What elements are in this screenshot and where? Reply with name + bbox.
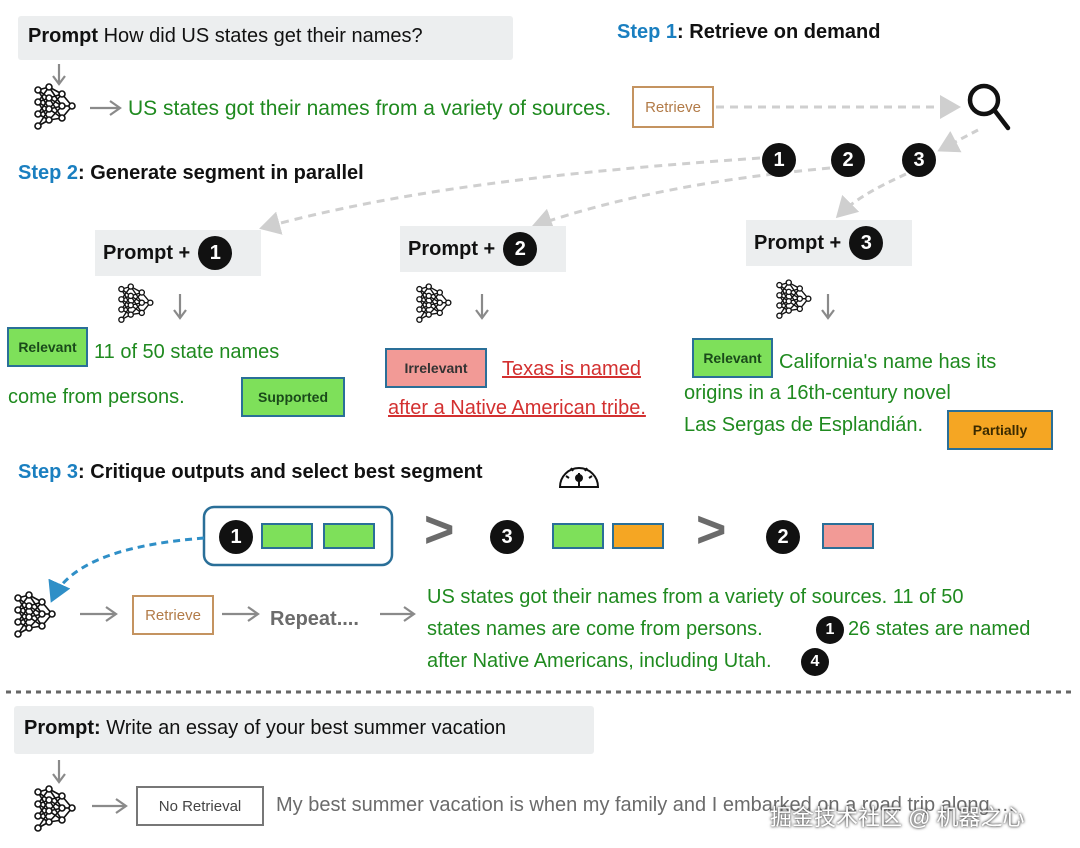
final-output-line2b: 26 states are named <box>848 618 1031 640</box>
doc-number-2: 2 <box>831 143 865 177</box>
step3-number: Step 3 <box>18 461 79 483</box>
magnifier-to-docs-arrow <box>937 128 979 153</box>
bottom-prompt-label: Prompt: <box>24 717 101 739</box>
prompt-plus-doc-3: 3 <box>849 226 884 260</box>
prompt-plus-label: Prompt + <box>408 237 496 260</box>
rank3-irrelevant-rect <box>822 523 874 549</box>
no-retrieval-tag: No Retrieval <box>136 786 264 826</box>
prompt-plus-doc-1: 1 <box>198 236 233 270</box>
final-output-line2a: states names are come from persons. <box>427 618 763 640</box>
prompt-label: Prompt <box>28 25 98 47</box>
step1-number: Step 1 <box>617 21 678 43</box>
doc-number-1: 1 <box>762 143 796 177</box>
seg1-line1: 11 of 50 state names <box>94 341 280 363</box>
seg2-line2: after a Native American tribe. <box>388 397 646 419</box>
bottom-output-text: My best summer vacation is when my famil… <box>276 794 1016 816</box>
llm-network-icon-step3 <box>14 591 56 638</box>
relevant-tag-seg1: Relevant <box>7 327 88 367</box>
retrieve-tag-top: Retrieve <box>632 86 714 128</box>
seg2-line1: Texas is named <box>502 358 641 380</box>
doc-number-3: 3 <box>902 143 936 177</box>
llm-network-icon-seg1 <box>118 283 154 323</box>
llm-network-icon-top <box>34 83 76 130</box>
doc3-to-prompt3-arrow <box>835 172 907 219</box>
final-citation-4: 4 <box>801 648 829 676</box>
seg3-line2: origins in a 16th-century novel <box>684 382 951 404</box>
bottom-prompt-box: Prompt: Write an essay of your best summ… <box>14 706 594 754</box>
rank-doc-2: 2 <box>766 520 800 554</box>
rank1-supported-rect <box>323 523 375 549</box>
step2-number: Step 2 <box>18 162 79 184</box>
rank2-partially-rect <box>612 523 664 549</box>
final-citation-1: 1 <box>816 616 844 644</box>
partially-tag-seg3: Partially <box>947 410 1053 450</box>
prompt-plus-doc-2: 2 <box>503 232 538 266</box>
retrieve-tag-repeat: Retrieve <box>132 595 214 635</box>
greater-than-1: > <box>424 501 455 559</box>
step3-title: : Critique outputs and select best segme… <box>78 461 483 483</box>
prompt-plus-3: Prompt + 3 <box>746 220 912 266</box>
repeat-label: Repeat.... <box>270 608 359 630</box>
step2-title: : Generate segment in parallel <box>78 162 364 184</box>
gauge-icon <box>558 467 600 488</box>
relevant-tag-seg3: Relevant <box>692 338 773 378</box>
supported-tag-seg1: Supported <box>241 377 345 417</box>
step1-title: : Retrieve on demand <box>677 21 881 43</box>
prompt-plus-2: Prompt + 2 <box>400 226 566 272</box>
rank1-relevant-rect <box>261 523 313 549</box>
feedback-dashed-arrow <box>48 536 205 603</box>
bottom-prompt-text: Write an essay of your best summer vacat… <box>106 717 507 739</box>
seg3-line1: California's name has its <box>779 351 997 373</box>
watermark: 掘金技术社区 @ 机器之心 <box>770 805 1025 830</box>
prompt-plus-1: Prompt + 1 <box>95 230 261 276</box>
llm-network-icon-seg2 <box>416 283 452 323</box>
prompt-plus-label: Prompt + <box>103 241 191 264</box>
irrelevant-tag-seg2: Irrelevant <box>385 348 487 388</box>
step3-heading: Step 3: Critique outputs and select best… <box>18 461 483 484</box>
llm-network-icon-bottom <box>34 785 76 832</box>
top-prompt-box: Prompt How did US states get their names… <box>18 16 513 60</box>
seg1-line2: come from persons. <box>8 386 185 408</box>
prompt-plus-label: Prompt + <box>754 231 842 254</box>
doc2-to-prompt2-arrow <box>531 166 831 232</box>
step1-heading: Step 1: Retrieve on demand <box>617 21 880 44</box>
first-output-text: US states got their names from a variety… <box>128 97 612 120</box>
final-output-line1: US states got their names from a variety… <box>427 586 964 608</box>
rank-doc-1: 1 <box>219 520 253 554</box>
magnifier-icon <box>967 83 1011 131</box>
llm-network-icon-seg3 <box>776 279 812 319</box>
rank2-relevant-rect <box>552 523 604 549</box>
final-output-line3: after Native Americans, including Utah. <box>427 650 772 672</box>
greater-than-2: > <box>696 501 727 559</box>
rank-doc-3: 3 <box>490 520 524 554</box>
prompt-question: How did US states get their names? <box>103 25 423 47</box>
step2-heading: Step 2: Generate segment in parallel <box>18 162 364 185</box>
seg3-line3: Las Sergas de Esplandián. <box>684 414 924 436</box>
